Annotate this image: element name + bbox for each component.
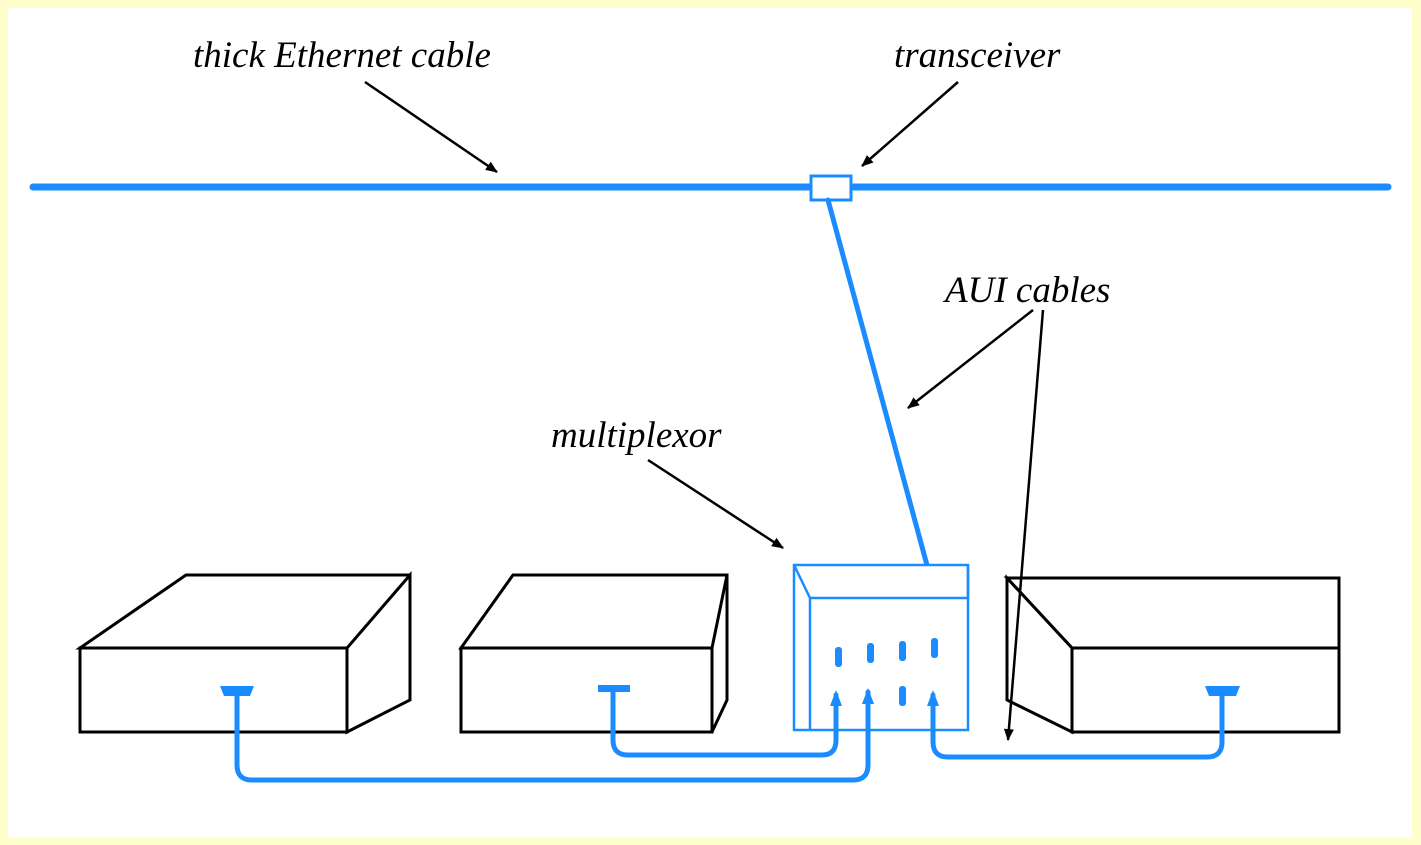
label-transceiver: transceiver xyxy=(894,35,1061,76)
label-multiplexor: multiplexor xyxy=(551,415,722,456)
arrow-multiplexor xyxy=(647,458,784,550)
plug-mux-1 xyxy=(862,688,874,704)
plug-mux-3 xyxy=(927,690,939,706)
plug-computer-1 xyxy=(220,686,254,696)
arrow-aui-cable-1 xyxy=(907,309,1034,409)
plug-computer-2 xyxy=(598,685,630,692)
plug-mux-2 xyxy=(830,690,842,706)
arrow-transceiver xyxy=(861,81,959,167)
arrow-thick-cable xyxy=(364,80,498,174)
aui-cable-computer-2 xyxy=(610,687,839,758)
computer-3 xyxy=(1003,574,1341,735)
aui-cable-computer-3 xyxy=(930,687,1225,760)
aui-cable-computer-1 xyxy=(234,687,871,783)
aui-cable-transceiver xyxy=(825,197,934,625)
computer-2 xyxy=(458,573,729,734)
arrow-aui-cable-2 xyxy=(1003,309,1045,741)
plug-computer-3 xyxy=(1205,686,1240,696)
label-aui-cables: AUI cables xyxy=(942,270,1110,311)
label-thick-ethernet-cable: thick Ethernet cable xyxy=(193,35,491,76)
multiplexor-box xyxy=(792,563,970,732)
computer-1 xyxy=(75,570,412,735)
transceiver xyxy=(809,174,853,202)
multiplexor-ports xyxy=(835,638,938,706)
